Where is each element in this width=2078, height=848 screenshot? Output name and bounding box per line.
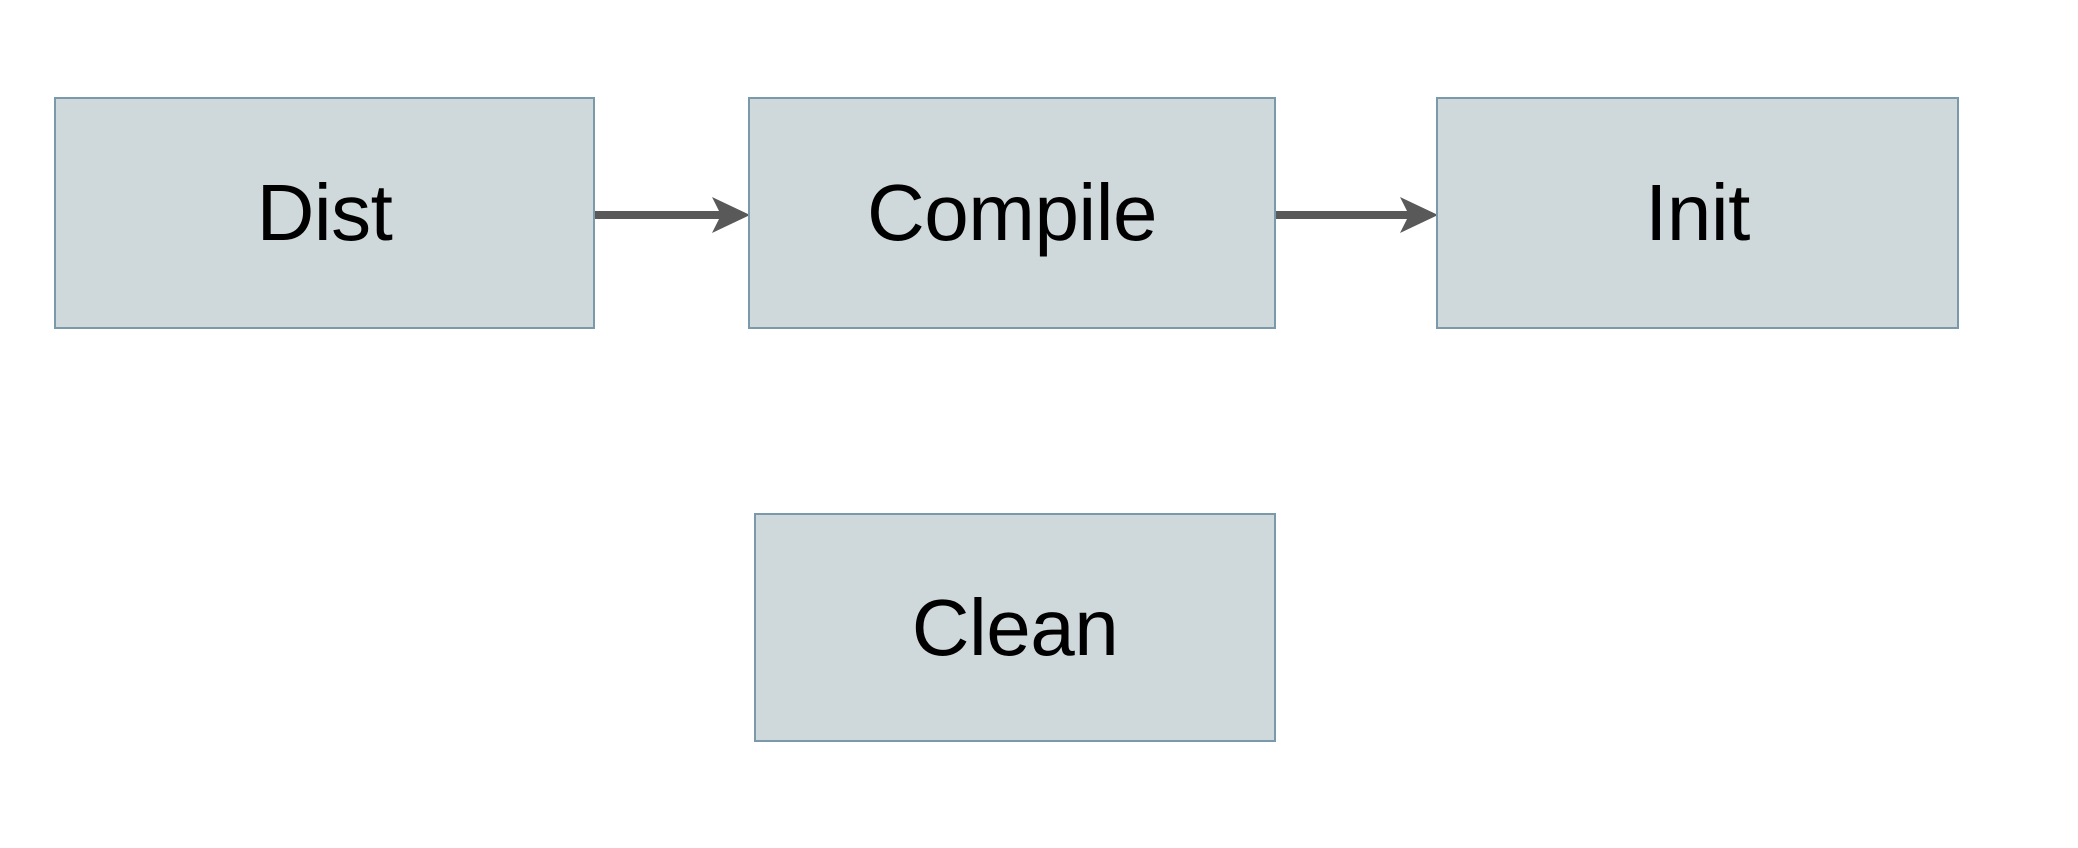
edge-dist-to-compile[interactable] [595, 190, 750, 240]
arrowhead-icon [1400, 197, 1438, 233]
node-dist-label: Dist [256, 168, 393, 257]
arrowhead-icon [712, 197, 750, 233]
node-compile[interactable]: Compile [748, 97, 1276, 329]
edge-dist-to-compile-arrow [595, 197, 750, 233]
node-compile-label: Compile [867, 168, 1157, 257]
node-clean[interactable]: Clean [754, 513, 1276, 742]
node-init-label: Init [1645, 168, 1750, 257]
node-dist[interactable]: Dist [54, 97, 595, 329]
edge-compile-to-init-arrow [1276, 197, 1438, 233]
node-init[interactable]: Init [1436, 97, 1959, 329]
edge-compile-to-init[interactable] [1276, 190, 1438, 240]
node-clean-label: Clean [911, 582, 1119, 672]
